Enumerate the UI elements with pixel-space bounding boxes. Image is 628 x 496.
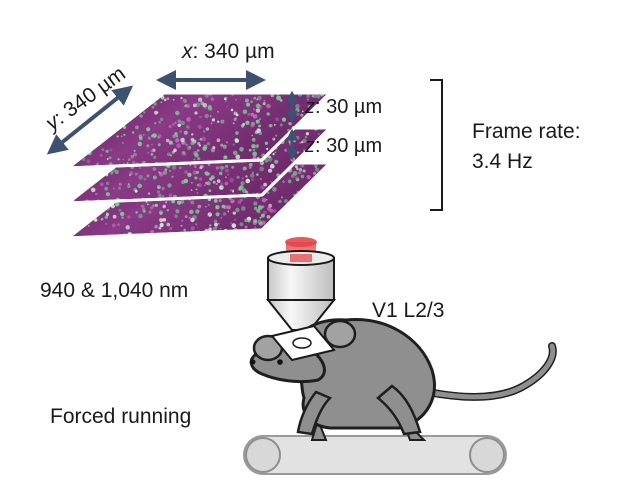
treadmill-icon (243, 435, 507, 475)
brain-region-label: V1 L2/3 (372, 299, 444, 322)
frame-rate-label: Frame rate: (472, 120, 581, 143)
imaging-planes-stack (63, 91, 334, 240)
z-spacing-label-top: z: 30 µm (304, 96, 382, 118)
x-dimension-label: x: 340 µm (181, 40, 275, 63)
mouse-icon (249, 317, 557, 441)
y-dimension-arrow-icon (46, 85, 134, 155)
z-spacing-label-bottom: z: 30 µm (304, 135, 382, 157)
objective-lens-icon (265, 237, 337, 331)
wavelength-label: 940 & 1,040 nm (40, 279, 188, 302)
running-condition-label: Forced running (50, 405, 191, 428)
frame-rate-value: 3.4 Hz (472, 150, 533, 173)
bracket-icon (430, 79, 443, 211)
